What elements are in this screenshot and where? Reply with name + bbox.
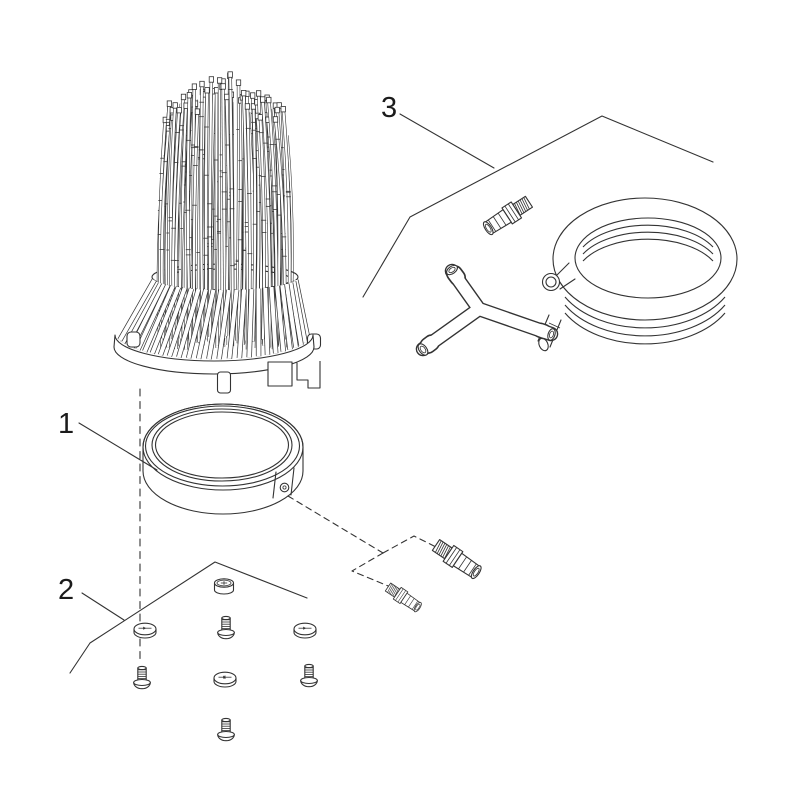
callout-3-label: 3 (381, 92, 397, 124)
retaining-ring (142, 403, 304, 515)
callout-2-leader (81, 592, 125, 621)
screw-middle (217, 615, 235, 640)
fitting-alignment-dashed-lines (287, 495, 439, 589)
callout-3-bracket (362, 115, 714, 298)
disc-cap-left (133, 622, 157, 639)
callout-3-leader (399, 113, 495, 169)
basket-base (113, 331, 322, 394)
disc-cap-center (213, 671, 237, 688)
plug-cap (213, 578, 235, 595)
callout-2-bracket (69, 561, 308, 674)
callout-1-label: 1 (58, 408, 74, 440)
hardware-set (133, 578, 318, 742)
screw-left (133, 665, 151, 690)
connection-kit (415, 193, 738, 357)
disc-cap-right (293, 622, 317, 639)
screw-right (300, 663, 318, 688)
callout-2-label: 2 (58, 574, 74, 606)
screw-bottom (217, 717, 235, 742)
callout-1-leader (78, 422, 158, 471)
kit-threaded-barb-fitting (479, 193, 535, 239)
y-connector (415, 263, 559, 357)
barb-fitting-large (430, 536, 485, 583)
basket-slats (117, 278, 311, 360)
hose-coil (537, 197, 738, 352)
ring-port-fittings (383, 536, 485, 615)
ring-hose-port (272, 467, 295, 499)
barb-fitting-small (383, 580, 424, 615)
hose-end-open (541, 262, 576, 292)
